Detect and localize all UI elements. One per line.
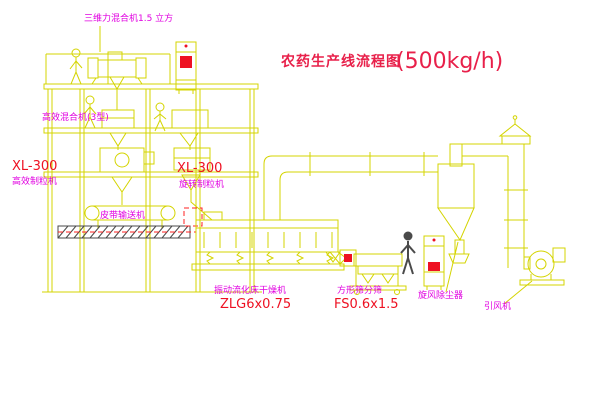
rotary-feeder-machine	[171, 109, 209, 150]
dryer-inlet	[203, 211, 223, 221]
rotary-granulator	[173, 147, 213, 221]
label-granulator-left-name: 高效制粒机	[12, 175, 57, 187]
label-sieve-name: 方形筛分筛	[337, 284, 382, 296]
dryer-base	[191, 263, 345, 271]
leader-lines	[99, 26, 533, 305]
label-sieve-model: FS0.6x1.5	[334, 297, 399, 312]
drawing-capacity: (500kg/h)	[396, 49, 503, 74]
label-fan-name: 引风机	[484, 300, 511, 312]
belt-conveyor	[84, 205, 176, 228]
label-mixer-3d: 三维力混合机1.5 立方	[84, 12, 173, 24]
fan-motor	[552, 247, 566, 263]
label-belt-conveyor: 皮带输送机	[100, 209, 145, 221]
stack-flanges	[504, 189, 528, 249]
fan-base	[519, 279, 565, 286]
operator-figure-1	[69, 48, 83, 85]
building-structure	[42, 53, 262, 293]
label-granulator-mid-name: 旋转制粒机	[179, 178, 224, 190]
vent-cap	[498, 115, 532, 145]
mixer-3d	[87, 51, 147, 110]
fan-casing	[527, 250, 555, 278]
operator-figure-3	[153, 102, 167, 132]
sieve-base	[349, 285, 407, 291]
cyclone-outlet-duct	[450, 143, 524, 157]
operator-figure-2	[83, 95, 97, 129]
duct-flanges	[309, 152, 425, 176]
control-cabinet-top	[175, 41, 197, 94]
drawing-title: 农药生产线流程图	[280, 53, 401, 70]
label-granulator-mid-model: XL-300	[177, 161, 222, 176]
label-cyclone-name: 旋风除尘器	[418, 289, 463, 301]
chute-indicator	[344, 254, 352, 262]
cyclone-cone	[437, 207, 475, 242]
label-granulator-left-model: XL-300	[12, 159, 57, 174]
sieve-wheel	[354, 289, 360, 295]
induced-draft-fan	[519, 247, 566, 286]
label-dryer-model: ZLG6x0.75	[220, 297, 291, 312]
dryer-springs	[206, 251, 335, 265]
exhaust-stack	[504, 144, 528, 268]
operator-figure-4	[400, 231, 416, 275]
cyclone-discharge-valve	[448, 253, 470, 264]
control-cabinet-right	[423, 235, 445, 290]
fluid-bed-dryer	[191, 211, 345, 271]
cyclone-separator	[437, 143, 475, 264]
high-eff-granulator	[99, 147, 155, 205]
square-sieve	[349, 253, 407, 295]
cabinet-indicator	[180, 56, 192, 68]
dryer-sieve-chute	[328, 249, 357, 267]
sieve-wheel	[394, 289, 400, 295]
label-high-eff-mixer: 高效混合机(3型)	[42, 111, 109, 123]
exhaust-duct	[258, 152, 438, 221]
label-dryer-name: 振动流化床干燥机	[214, 284, 286, 296]
red-dashed-marks	[58, 207, 203, 233]
fan-impeller	[535, 258, 547, 270]
cabinet-indicator	[428, 262, 440, 271]
cyclone-outlet-pipe	[449, 143, 463, 167]
